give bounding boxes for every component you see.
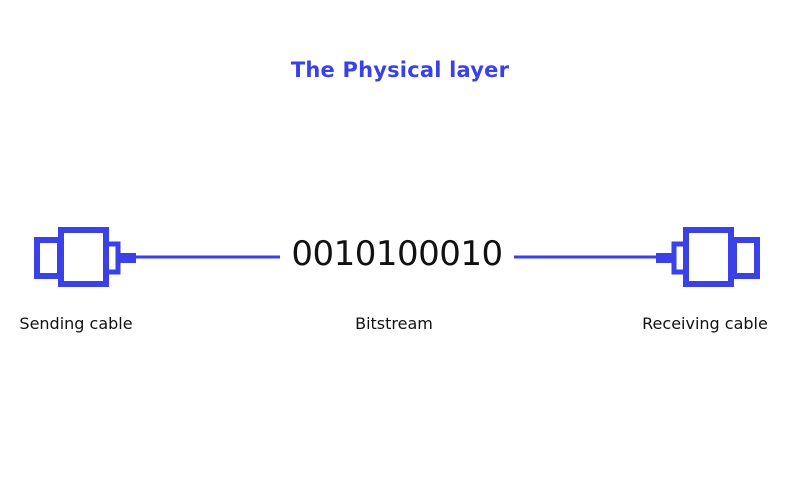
sending-cable-plug-icon (34, 227, 136, 287)
sending-cable-label: Sending cable (19, 314, 133, 333)
receiving-cable-plug-icon (656, 227, 760, 287)
diagram-title: The Physical layer (290, 58, 510, 82)
receiving-cable-label: Receiving cable (642, 314, 768, 333)
bitstream-value: 0010100010 (291, 234, 503, 274)
bitstream-label: Bitstream (355, 314, 433, 333)
